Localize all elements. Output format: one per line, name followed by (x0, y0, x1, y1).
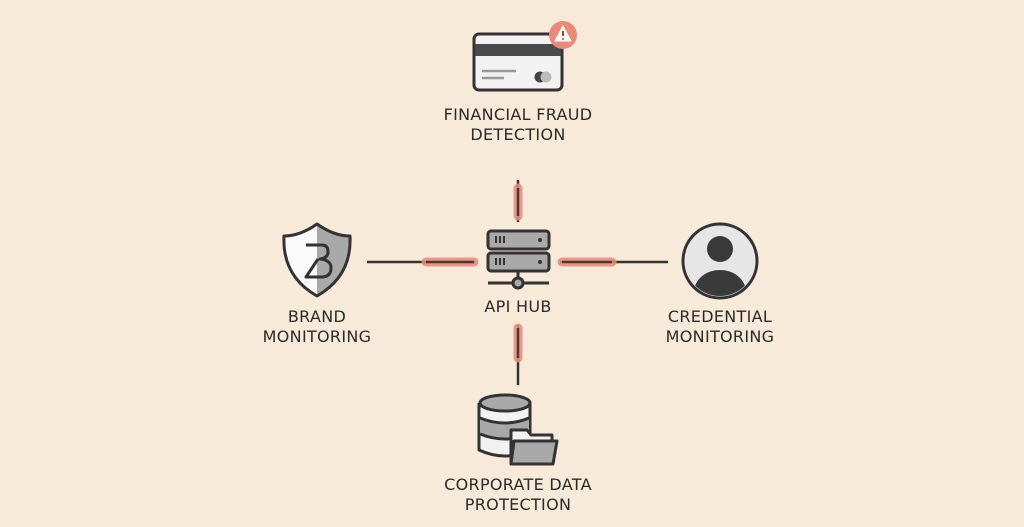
credit-card-warning-icon (472, 21, 577, 92)
left-label-line1: BRAND (288, 307, 346, 326)
bottom-label-line1: CORPORATE DATA (444, 475, 592, 494)
top-label-line1: FINANCIAL FRAUD (444, 105, 593, 124)
user-avatar-icon (681, 222, 759, 300)
database-folder-icon (477, 393, 559, 466)
shield-icon (282, 222, 352, 298)
right-label-line1: CREDENTIAL (668, 307, 772, 326)
hub-label: API HUB (484, 297, 551, 316)
left-label-line2: MONITORING (263, 327, 372, 346)
bottom-label-line2: PROTECTION (465, 495, 571, 514)
right-label-line2: MONITORING (666, 327, 775, 346)
server-icon (486, 229, 551, 290)
top-label-line2: DETECTION (470, 125, 565, 144)
